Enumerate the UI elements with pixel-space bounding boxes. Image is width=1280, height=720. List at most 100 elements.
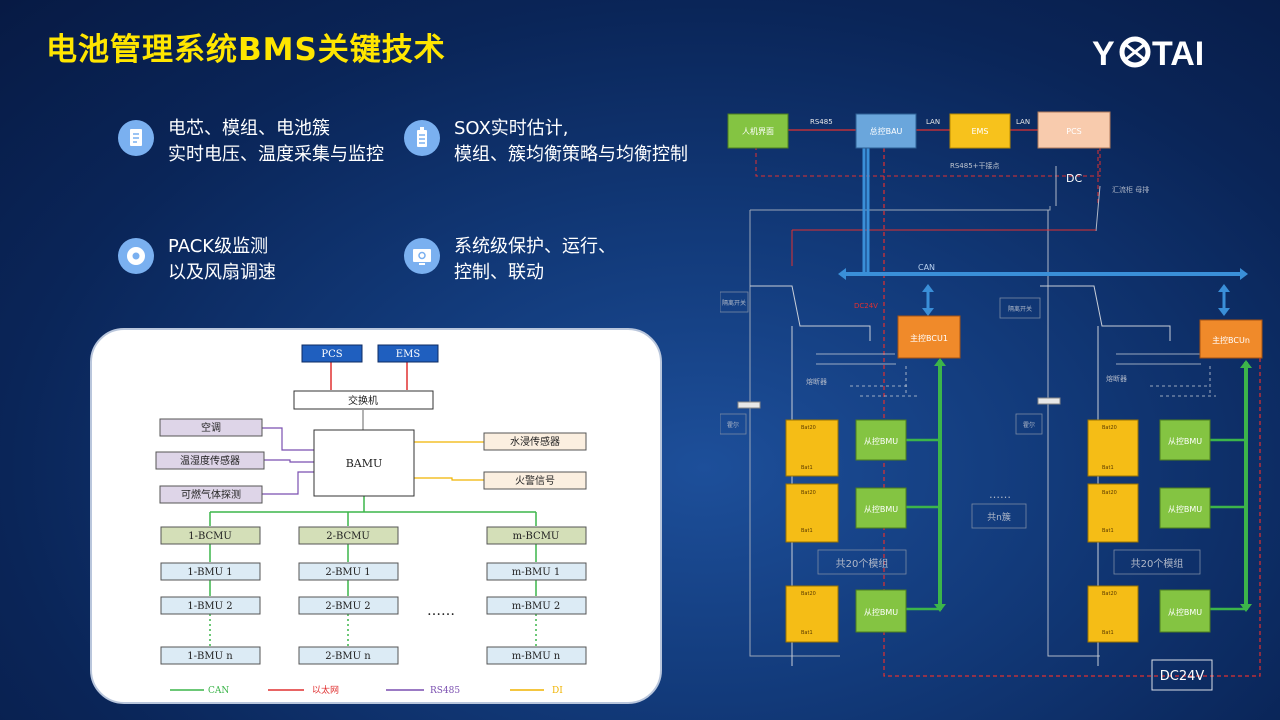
- bmu1-label: 1-BMU 1: [187, 567, 232, 578]
- water-sensor-box: 水浸传感器: [483, 432, 587, 451]
- bmu-label: 从控BMU: [1168, 607, 1202, 617]
- pcs-label: PCS: [321, 349, 342, 360]
- bamu-label: BAMU: [346, 457, 383, 470]
- bcmu-label: 1-BCMU: [188, 531, 232, 542]
- pcs-box: PCS: [301, 344, 363, 363]
- bat20-label: Bat20: [1102, 425, 1117, 431]
- bmu-label: 从控BMU: [864, 504, 898, 514]
- aircon-box: 空调: [159, 418, 263, 437]
- hall-sensor-2: [1037, 397, 1061, 405]
- aircon-label: 空调: [201, 421, 221, 434]
- modules-note-1: 共20个模组: [836, 557, 889, 570]
- busbar-label: 汇流柜 母排: [1112, 185, 1149, 194]
- lan2-label: LAN: [1016, 118, 1030, 126]
- fuse-label-2: 熔断器: [1106, 374, 1127, 383]
- hall-sensor-1: [737, 401, 761, 409]
- legend: CAN 以太网 RS485 DI: [170, 684, 563, 696]
- module-n-1: Bat20 Bat1 从控BMU: [1087, 419, 1211, 477]
- bau-label: 总控BAU: [870, 126, 903, 136]
- column-2: 2-BCMU 2-BMU 1 2-BMU 2 2-BMU n: [298, 526, 399, 665]
- module-1-1: Bat20 Bat1 从控BMU: [785, 419, 907, 477]
- column-m: m-BCMU m-BMU 1 m-BMU 2 m-BMU n: [486, 526, 587, 665]
- feature-line2: 控制、联动: [454, 262, 544, 283]
- legend-rs485: RS485: [430, 686, 460, 696]
- bcun-box: 主控BCUn: [1199, 319, 1263, 359]
- module-1-n: Bat20 Bat1 从控BMU: [785, 585, 907, 643]
- columns-ellipsis: ……: [427, 603, 455, 619]
- ems-label: EMS: [396, 349, 421, 360]
- dc24v-label: DC24V: [1160, 669, 1205, 684]
- bmu-label: 从控BMU: [864, 436, 898, 446]
- feature-line2: 模组、簇均衡策略与均衡控制: [454, 144, 688, 165]
- bat1-label: Bat1: [1102, 465, 1114, 471]
- bcu1-box: 主控BCU1: [897, 315, 961, 359]
- switch-box: 交换机: [293, 390, 434, 410]
- legend-di: DI: [552, 686, 563, 696]
- hall-label-2: 霍尔: [1023, 421, 1035, 429]
- modules-note-n: 共20个模组: [1131, 557, 1184, 570]
- cluster-note: 共n簇: [987, 511, 1011, 523]
- ems-label: EMS: [971, 127, 988, 136]
- temp-humidity-sensor-box: 温湿度传感器: [155, 451, 265, 470]
- hall-label-1: 霍尔: [727, 421, 739, 429]
- module-n-n: Bat20 Bat1 从控BMU: [1087, 585, 1211, 643]
- hmi-box: 人机界面: [727, 113, 789, 149]
- bat20-label: Bat20: [801, 591, 816, 597]
- bmu1-label: 2-BMU 1: [325, 567, 370, 578]
- switch-label: 交换机: [348, 394, 378, 407]
- feature-line1: 系统级保护、运行、: [454, 236, 616, 257]
- bmu1-label: m-BMU 1: [512, 567, 560, 578]
- iso-switch-box-2: [999, 297, 1041, 319]
- hall-box-1: [720, 413, 747, 435]
- modules-note-box-1: [817, 549, 907, 575]
- dc24v-small-label: DC24V: [854, 302, 878, 310]
- bat20-label: Bat20: [801, 425, 816, 431]
- dc-label: DC: [1066, 172, 1082, 185]
- monitor-icon: [404, 238, 440, 274]
- water-sensor-label: 水浸传感器: [510, 435, 560, 448]
- svg-text:Y: Y: [1092, 35, 1115, 73]
- bmu-label: 从控BMU: [864, 607, 898, 617]
- fuse-label-1: 熔断器: [806, 377, 827, 386]
- bat1-label: Bat1: [1102, 528, 1114, 534]
- feature-line2: 实时电压、温度采集与监控: [168, 144, 384, 165]
- bmu2-label: 2-BMU 2: [325, 601, 370, 612]
- pcs-label: PCS: [1066, 127, 1082, 136]
- bmu-label: 从控BMU: [1168, 436, 1202, 446]
- ems-box: EMS: [949, 113, 1011, 149]
- fire-alarm-label: 火警信号: [515, 474, 555, 487]
- module-n-2: Bat20 Bat1 从控BMU: [1087, 483, 1211, 543]
- bau-box: 总控BAU: [855, 113, 917, 149]
- bmu-label: 从控BMU: [1168, 504, 1202, 514]
- dc24v-box: DC24V: [1151, 659, 1213, 691]
- module-1-2: Bat20 Bat1 从控BMU: [785, 483, 907, 543]
- battery-icon: [404, 120, 440, 156]
- document-icon: [118, 120, 154, 156]
- rs485-bus-label: RS485+干接点: [950, 161, 1000, 170]
- can-label: CAN: [918, 263, 935, 272]
- bmun-label: m-BMU n: [512, 651, 561, 662]
- bamu-box: BAMU: [313, 429, 415, 497]
- feature-line2: 以及风扇调速: [168, 262, 276, 283]
- cluster-note-box: [971, 503, 1027, 529]
- gas-detector-label: 可燃气体探测: [181, 488, 241, 501]
- bamu-architecture-panel: PCS EMS 交换机 BAMU 空调 温湿度传感器 可燃气体探测 水浸传感器: [90, 328, 662, 704]
- iso-switch-label-1: 隔离开关: [722, 299, 746, 307]
- iso-switch-label-2: 隔离开关: [1008, 305, 1032, 313]
- column-1: 1-BCMU 1-BMU 1 1-BMU 2 1-BMU n: [160, 526, 261, 665]
- disc-icon: [118, 238, 154, 274]
- legend-can: CAN: [208, 686, 229, 696]
- bcmu-label: 2-BCMU: [326, 531, 370, 542]
- bamu-architecture-diagram: PCS EMS 交换机 BAMU 空调 温湿度传感器 可燃气体探测 水浸传感器: [155, 344, 587, 696]
- clusters-ellipsis: ……: [989, 488, 1011, 501]
- page-title: 电池管理系统BMS关键技术: [46, 32, 446, 68]
- bat20-label: Bat20: [801, 490, 816, 496]
- bat20-label: Bat20: [1102, 490, 1117, 496]
- svg-text:TAI: TAI: [1152, 35, 1204, 73]
- lan1-label: LAN: [926, 118, 940, 126]
- modules-note-box-n: [1113, 549, 1201, 575]
- hmi-label: 人机界面: [742, 126, 774, 136]
- bat20-label: Bat20: [1102, 591, 1117, 597]
- bmun-label: 1-BMU n: [187, 651, 233, 662]
- bmun-label: 2-BMU n: [325, 651, 371, 662]
